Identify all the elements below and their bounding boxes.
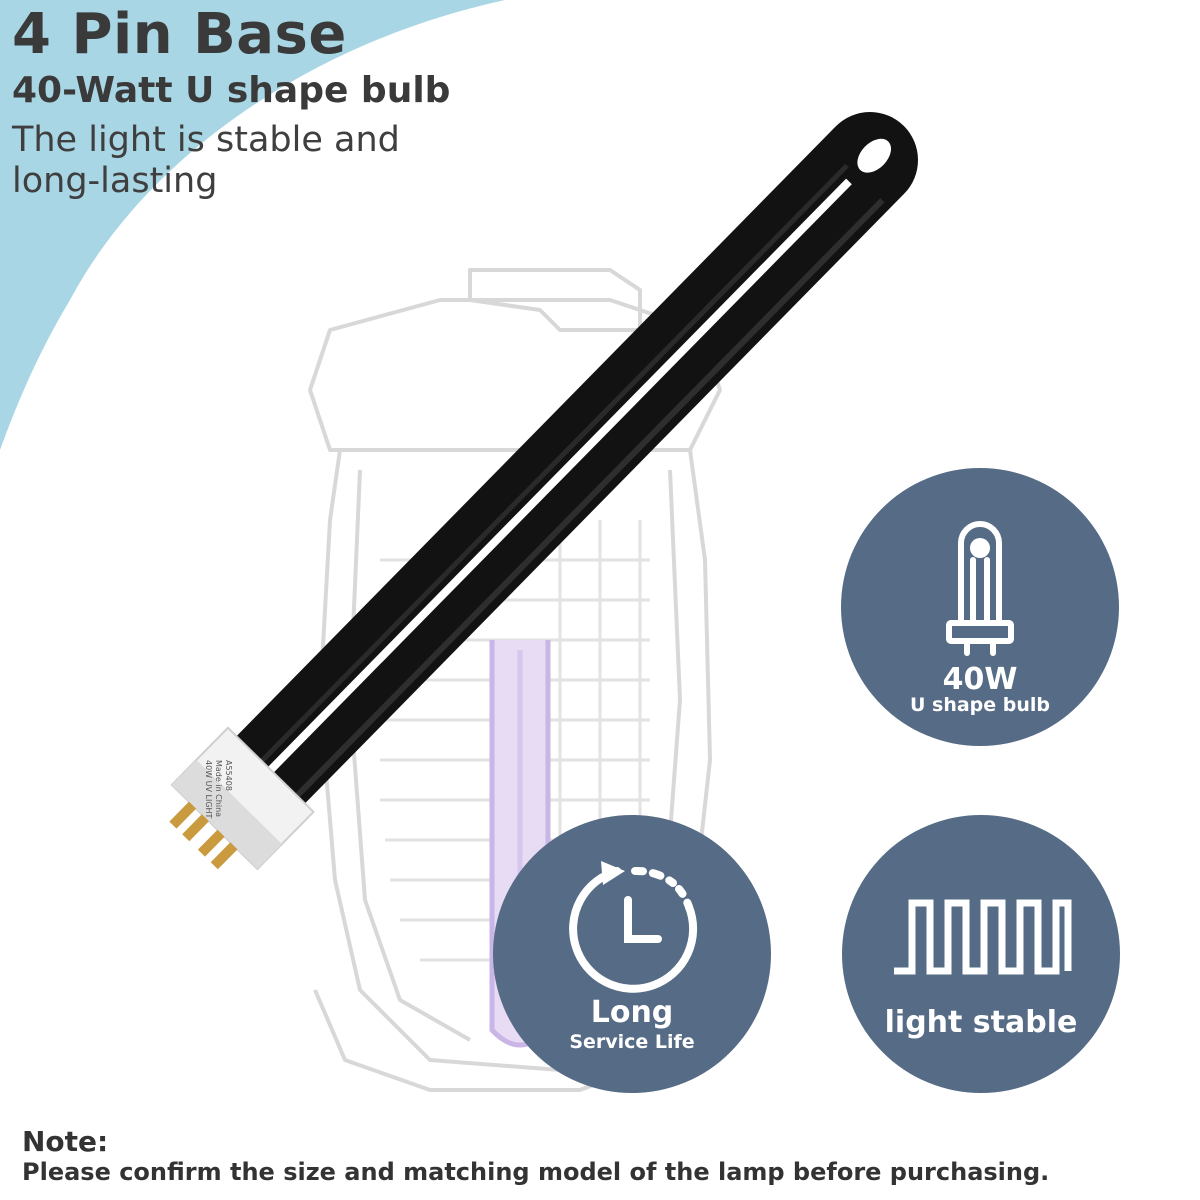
badge-long-caption: Service Life xyxy=(569,1031,695,1053)
page-subtitle: 40-Watt U shape bulb xyxy=(12,70,451,111)
badge-40w: 40W U shape bulb xyxy=(841,468,1119,746)
base-label-text: 40W UV LIGHT Made in China A55408 xyxy=(204,760,233,819)
svg-text:Made in China: Made in China xyxy=(214,760,223,817)
badge-40w-caption: U shape bulb xyxy=(909,694,1051,716)
page-description: The light is stable and long-lasting xyxy=(12,120,400,201)
badge-long-title: Long xyxy=(590,995,674,1030)
page-title: 4 Pin Base xyxy=(12,2,347,67)
note-text: Please confirm the size and matching mod… xyxy=(22,1158,1050,1186)
svg-text:40W UV LIGHT: 40W UV LIGHT xyxy=(204,760,213,819)
badge-light-stable: light stable xyxy=(842,815,1120,1093)
u-bulb-icon xyxy=(946,521,1014,656)
badge-40w-title: 40W xyxy=(942,662,1018,697)
badge-long-service-life: Long Service Life xyxy=(493,815,771,1093)
clock-icon xyxy=(569,861,698,993)
note-title: Note: xyxy=(22,1125,109,1158)
svg-text:A55408: A55408 xyxy=(224,760,233,791)
badge-light-stable-title: light stable xyxy=(884,1005,1078,1040)
square-wave-icon xyxy=(894,899,1072,975)
